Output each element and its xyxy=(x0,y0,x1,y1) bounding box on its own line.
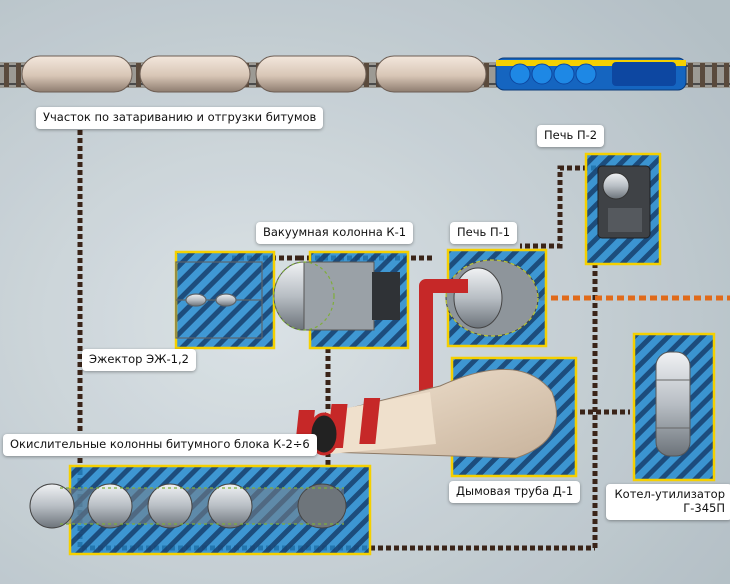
furnace-p2-equipment xyxy=(598,166,650,238)
oxidation-column-1 xyxy=(30,484,74,528)
label-vacuum-column: Вакуумная колонна К-1 xyxy=(256,222,413,244)
tank-wagon-2 xyxy=(140,56,250,92)
furnace-p1-equipment xyxy=(446,260,538,336)
label-loading-area: Участок по затариванию и отгрузки битумо… xyxy=(36,107,323,129)
tank-wagon-1 xyxy=(22,56,132,92)
label-oxidation-columns: Окислительные колонны битумного блока К-… xyxy=(3,434,317,456)
label-furnace-p1: Печь П-1 xyxy=(450,222,517,244)
label-ejector: Эжектор ЭЖ-1,2 xyxy=(82,349,196,371)
rail-tie xyxy=(4,63,9,87)
oxidation-column-4 xyxy=(208,484,252,528)
tank-wagon-3 xyxy=(256,56,366,92)
locomotive xyxy=(496,58,686,90)
rail-tie xyxy=(724,63,729,87)
rail-tie xyxy=(712,63,717,87)
label-boiler: Котел-утилизатор Г-345П xyxy=(606,484,730,520)
label-boiler-line1: Котел-утилизатор xyxy=(613,488,725,502)
label-boiler-line2: Г-345П xyxy=(613,502,725,516)
vacuum-column-equipment xyxy=(274,262,400,330)
label-chimney: Дымовая труба Д-1 xyxy=(449,481,580,503)
label-furnace-p2: Печь П-2 xyxy=(537,125,604,147)
rail-tie xyxy=(700,63,705,87)
tank-wagon-4 xyxy=(376,56,486,92)
oxidation-column-3 xyxy=(148,484,192,528)
rail-tie xyxy=(688,63,693,87)
rail-tie xyxy=(16,63,21,87)
oxidation-column-2 xyxy=(88,484,132,528)
oxidation-columns-equipment xyxy=(30,484,346,528)
boiler-equipment xyxy=(656,352,690,456)
oxidation-column-5 xyxy=(298,484,346,528)
